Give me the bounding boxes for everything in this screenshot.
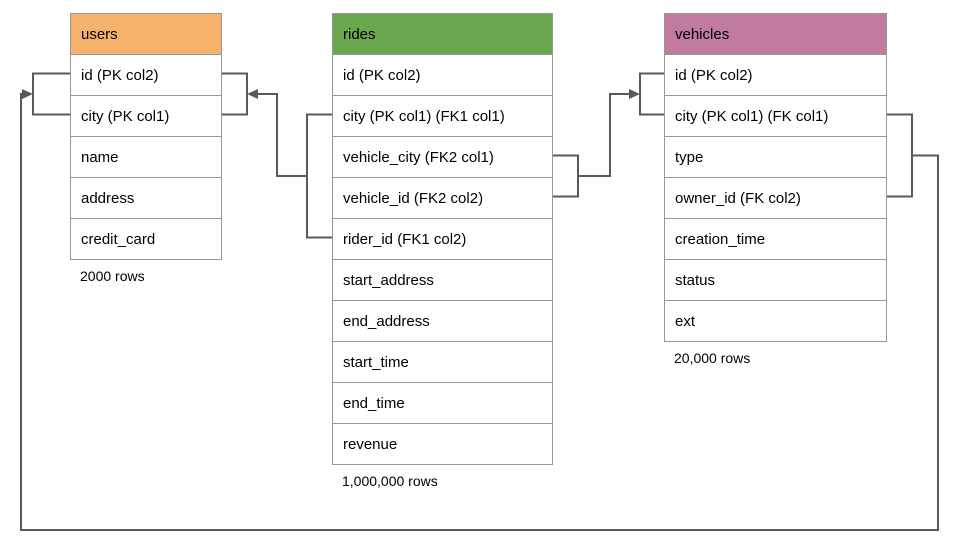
table-row: city (PK col1) bbox=[71, 95, 221, 136]
fk1-path bbox=[257, 93, 307, 177]
table-row: ext bbox=[665, 300, 886, 341]
rides-left-bracket bbox=[306, 113, 332, 239]
table-row: name bbox=[71, 136, 221, 177]
table-row: id (PK col2) bbox=[665, 54, 886, 95]
table-row: end_address bbox=[333, 300, 552, 341]
fk1-arrowhead-icon bbox=[247, 89, 258, 99]
row-count-label-users: 2000 rows bbox=[80, 268, 145, 284]
rides-right-bracket bbox=[553, 154, 579, 198]
table-header-vehicles: vehicles bbox=[665, 14, 886, 54]
row-count-label-vehicles: 20,000 rows bbox=[674, 350, 751, 366]
fk2-arrowhead-icon bbox=[629, 89, 640, 99]
table-row: address bbox=[71, 177, 221, 218]
table-header-rides: rides bbox=[333, 14, 552, 54]
table-row: vehicle_id (FK2 col2) bbox=[333, 177, 552, 218]
table-row: status bbox=[665, 259, 886, 300]
table-row: end_time bbox=[333, 382, 552, 423]
table-row: revenue bbox=[333, 423, 552, 464]
fk2-path bbox=[578, 93, 630, 177]
row-count-label-rides: 1,000,000 rows bbox=[342, 473, 438, 489]
table-row: vehicle_city (FK2 col1) bbox=[333, 136, 552, 177]
table-row: rider_id (FK1 col2) bbox=[333, 218, 552, 259]
table-users: users id (PK col2) city (PK col1) name a… bbox=[70, 13, 222, 260]
table-row: id (PK col2) bbox=[333, 54, 552, 95]
fk2-connector-rides-to-vehicles bbox=[553, 72, 664, 198]
table-row: city (PK col1) (FK1 col1) bbox=[333, 95, 552, 136]
table-vehicles: vehicles id (PK col2) city (PK col1) (FK… bbox=[664, 13, 887, 342]
table-row: city (PK col1) (FK col1) bbox=[665, 95, 886, 136]
table-row: owner_id (FK col2) bbox=[665, 177, 886, 218]
fk-arrowhead-icon bbox=[22, 89, 33, 99]
table-row: start_time bbox=[333, 341, 552, 382]
table-header-users: users bbox=[71, 14, 221, 54]
users-right-bracket bbox=[222, 72, 248, 116]
fk1-connector-rides-to-users bbox=[222, 72, 332, 239]
table-rides: rides id (PK col2) city (PK col1) (FK1 c… bbox=[332, 13, 553, 465]
vehicles-left-bracket bbox=[639, 72, 664, 116]
table-row: start_address bbox=[333, 259, 552, 300]
fk-path bbox=[20, 93, 939, 531]
vehicles-right-bracket bbox=[887, 113, 913, 198]
fk-connector-vehicles-to-users bbox=[20, 72, 939, 531]
table-row: type bbox=[665, 136, 886, 177]
table-row: id (PK col2) bbox=[71, 54, 221, 95]
table-row: credit_card bbox=[71, 218, 221, 259]
table-row: creation_time bbox=[665, 218, 886, 259]
users-left-bracket bbox=[32, 72, 70, 116]
